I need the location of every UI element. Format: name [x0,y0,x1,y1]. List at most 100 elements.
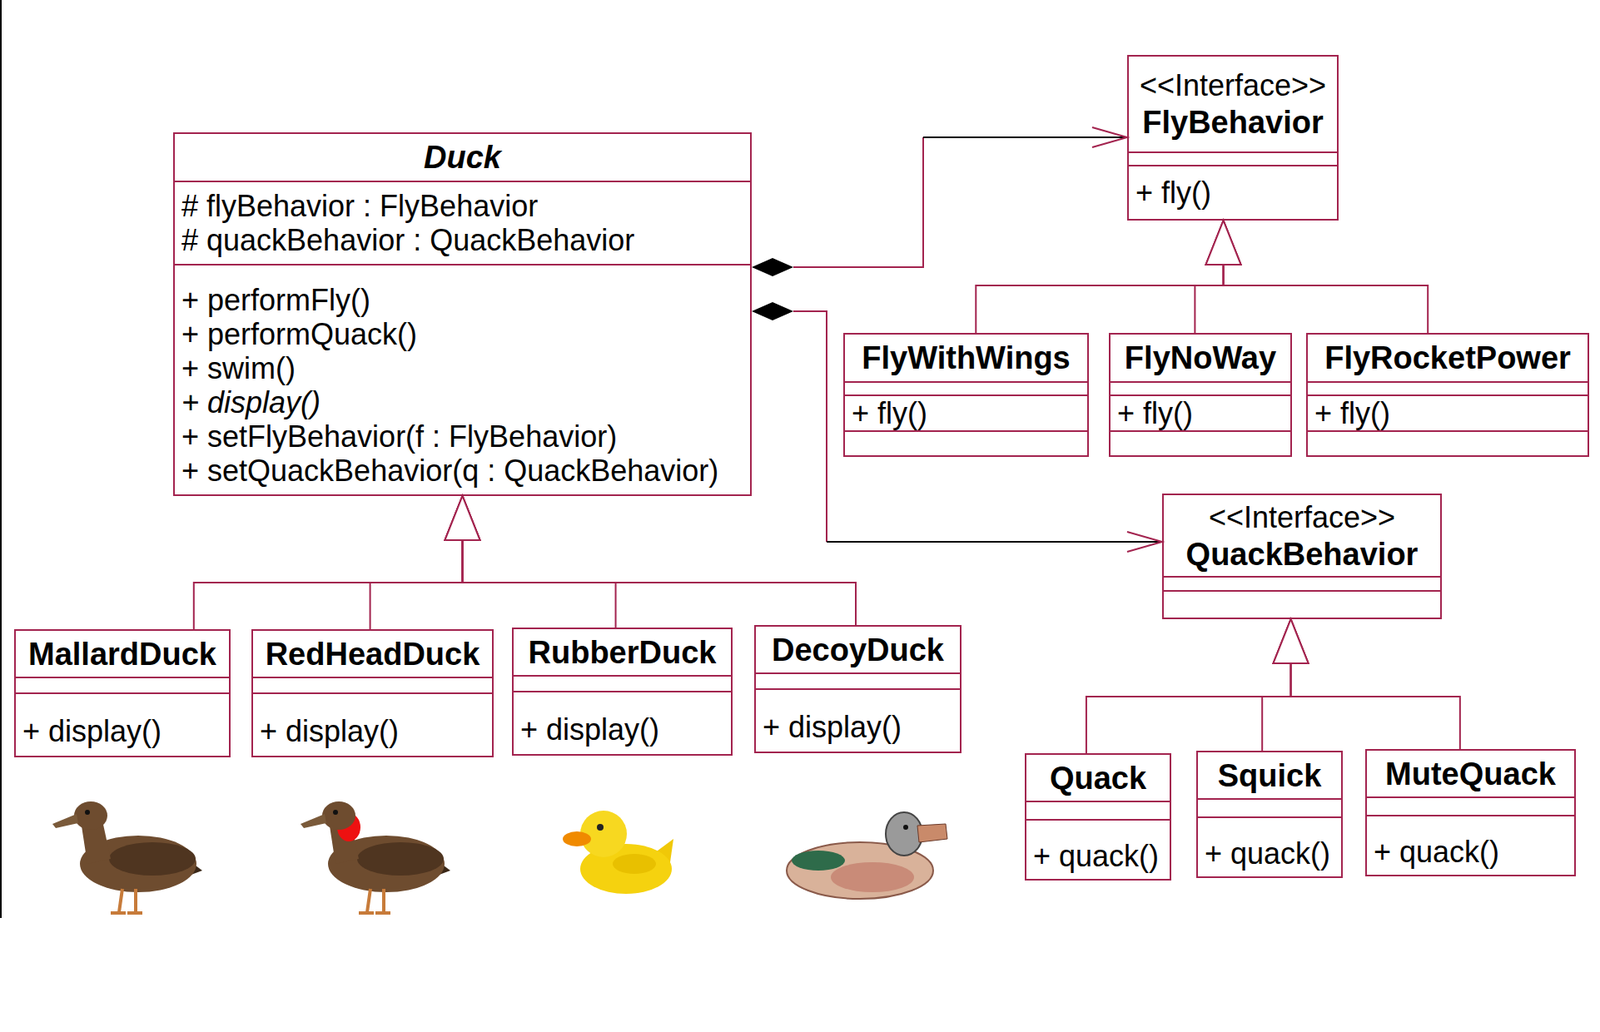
class-name: FlyWithWings [844,339,1088,377]
generalization-connector [370,496,481,630]
generalization-connector [1273,619,1461,750]
decoy-beak [917,824,948,843]
duck-eye [332,809,338,815]
uml-class-box: Quack + quack() [1024,753,1172,881]
composition-connector [751,127,1128,277]
inheritance-triangle [1206,220,1242,265]
class-member: + fly() [1307,396,1588,431]
class-compartment [1110,381,1291,395]
class-compartment [1026,800,1170,820]
mallard-duck-picture [52,801,203,914]
open-arrowhead [1092,127,1128,148]
connector-line [1262,663,1291,751]
rubber-duck-picture [562,810,674,895]
connector-line [923,136,1128,139]
inheritance-triangle [445,496,481,541]
inheritance-triangle [1273,619,1309,664]
inheritance-triangle [445,496,481,541]
uml-class-box: DecoyDuck + display() [754,625,962,754]
inheritance-triangle [1273,619,1309,664]
rubber-beak [562,831,592,847]
class-name: FlyBehavior [1128,104,1337,141]
class-compartment: + display() [513,690,731,755]
class-compartment [1366,796,1575,815]
class-name: Duck [174,139,751,176]
class-compartment [844,430,1088,456]
class-member: + quack() [1197,836,1342,871]
stereotype-label: <<Interface>> [1128,67,1337,105]
decoy-head [885,812,923,856]
class-compartment: + performFly()+ performQuack()+ swim()+ … [174,263,751,495]
class-name: RedHeadDuck [253,636,492,673]
class-compartment: Quack [1026,755,1170,801]
class-compartment [253,676,492,693]
connector-line [826,541,1163,543]
class-name: Squick [1197,757,1342,795]
class-name: DecoyDuck [755,631,960,669]
class-compartment: Duck [174,134,751,181]
connector-line [462,540,617,628]
class-member: + display() [15,714,229,749]
class-member: + fly() [1110,396,1291,431]
class-compartment: + display() [755,688,960,752]
connector-line [1291,663,1461,750]
class-compartment: FlyRocketPower [1307,334,1588,382]
class-member: + swim() [174,351,751,386]
connector-line [1223,264,1429,333]
class-compartment: + fly() [1307,394,1588,431]
class-name: MallardDuck [15,636,229,673]
generalization-connector [1206,220,1429,333]
class-compartment: MuteQuack [1366,750,1575,797]
composition-diamond [751,302,794,321]
class-compartment: Squick [1197,752,1342,799]
class-compartment: + quack() [1026,819,1170,880]
class-name: FlyRocketPower [1307,339,1588,377]
connector-line [462,540,857,626]
decoy-pattern [830,862,915,893]
class-compartment: RubberDuck [513,629,731,676]
class-member: + display() [755,710,960,745]
inheritance-triangle [445,496,481,541]
connector-line [1086,663,1292,754]
inheritance-triangle [1206,220,1242,265]
class-compartment [1197,798,1342,817]
class-name: FlyNoWay [1110,339,1291,377]
class-name: RubberDuck [513,634,731,671]
class-compartment: DecoyDuck [755,626,960,673]
class-compartment [1307,381,1588,395]
duck-head [322,801,356,830]
class-compartment: # flyBehavior : FlyBehavior# quackBehavi… [174,180,751,264]
class-member: + setQuackBehavior(q : QuackBehavior) [174,453,751,488]
generalization-connector [193,496,481,630]
class-compartment: <<Interface>>QuackBehavior [1163,495,1441,577]
duck-foot [358,911,374,915]
stereotype-label: <<Interface>> [1163,499,1441,537]
uml-class-box: FlyRocketPower + fly() [1306,332,1590,458]
generalization-connector [445,496,617,628]
class-compartment [1110,430,1291,456]
duck-leg [382,889,386,913]
generalization-connector [975,220,1241,333]
inheritance-triangle [445,496,481,541]
connector-line [1194,264,1223,333]
connector-line [793,311,827,542]
class-compartment [1163,590,1441,618]
duck-leg [367,889,371,913]
decoy-eye [903,824,909,830]
duck-foot [375,911,391,915]
connector-line [793,137,924,268]
class-compartment [1307,430,1588,456]
connector-line [370,540,463,630]
frame-line [0,0,2,919]
duck-beak [300,814,327,829]
uml-class-box: Duck # flyBehavior : FlyBehavior# quackBe… [173,132,752,497]
redhead-duck-picture [300,801,451,914]
composition-diamond [751,258,794,277]
uml-class-box: RubberDuck + display() [511,627,733,756]
duck-foot [110,911,126,915]
class-member: + display() [174,385,751,420]
class-compartment [755,672,960,689]
open-arrowhead [1127,531,1163,552]
rubber-wing [612,854,656,875]
class-compartment: + display() [15,692,229,756]
